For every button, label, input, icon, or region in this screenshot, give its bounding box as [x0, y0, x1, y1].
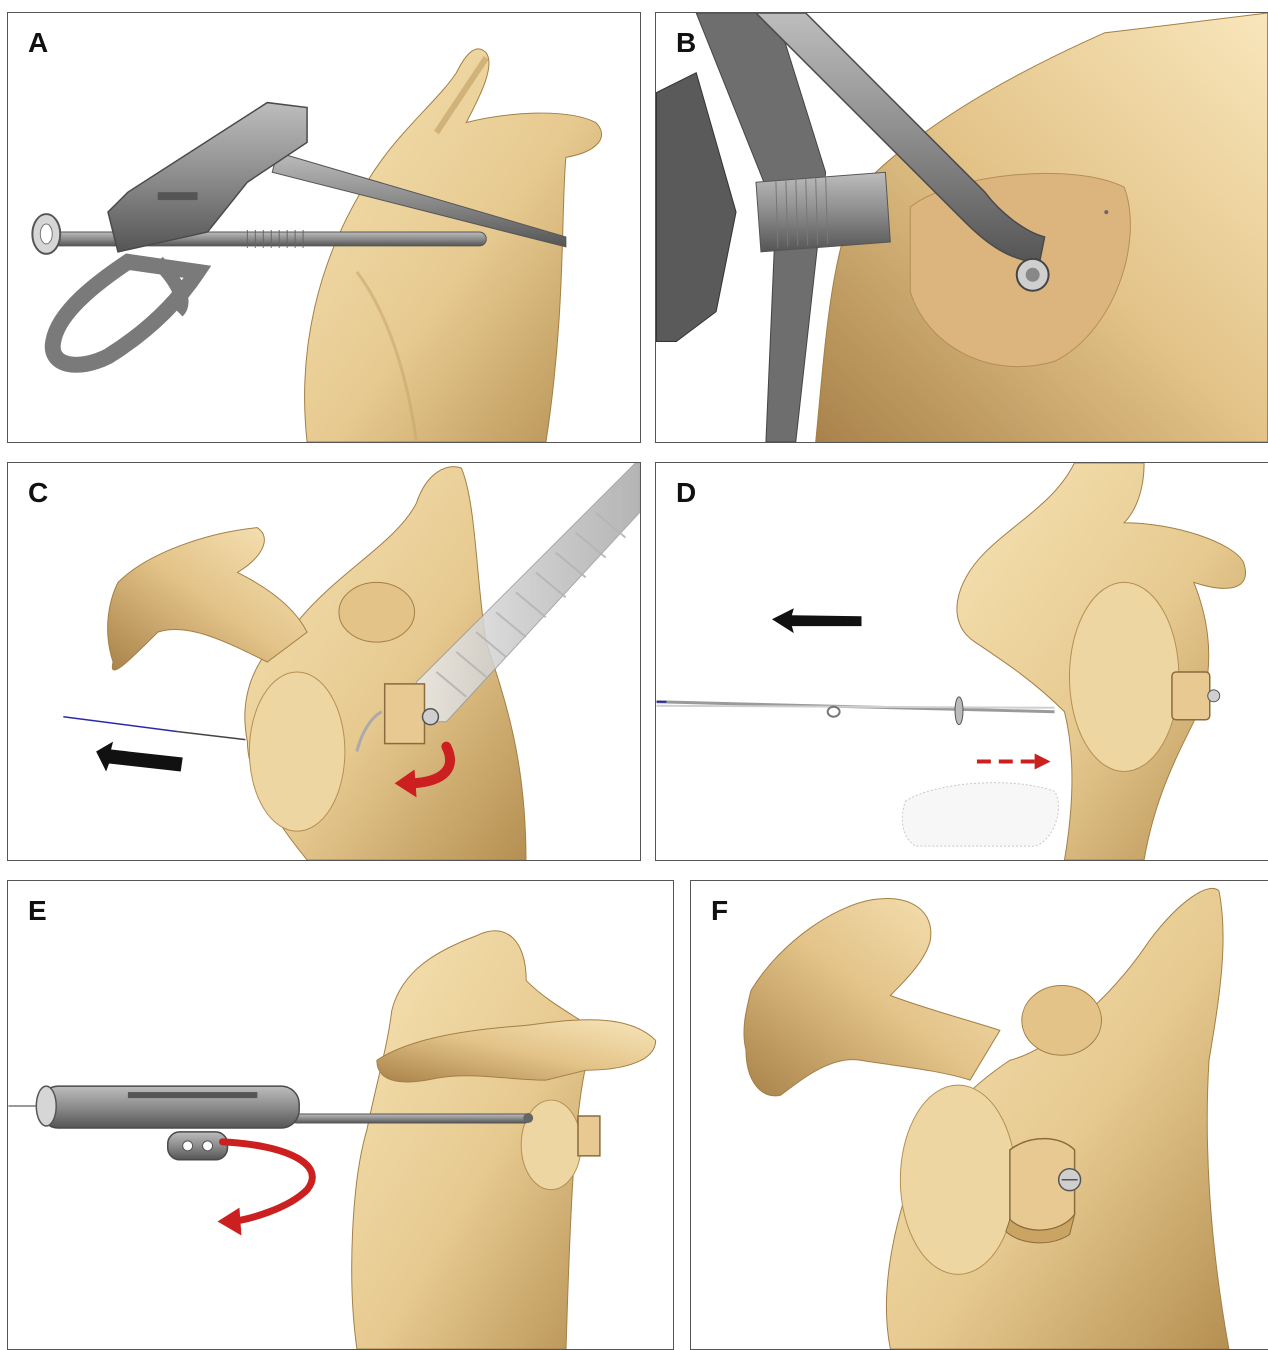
panel-label-f: F: [711, 895, 728, 927]
panel-e-illustration: [8, 881, 673, 1349]
panel-d-illustration: [656, 463, 1268, 860]
panel-d: D: [655, 462, 1268, 861]
panel-c: C: [7, 462, 641, 861]
panel-label-d: D: [676, 477, 696, 509]
panel-e: E: [7, 880, 674, 1350]
black-arrow-left-d: [772, 608, 862, 633]
panel-b-illustration: [656, 13, 1268, 442]
panel-a: A: [7, 12, 641, 443]
panel-f-illustration: [691, 881, 1268, 1349]
panel-label-b: B: [676, 27, 696, 59]
panel-label-e: E: [28, 895, 47, 927]
panel-label-c: C: [28, 477, 48, 509]
black-arrow-left-c: [96, 742, 183, 772]
panel-b: B: [655, 12, 1268, 443]
panel-a-illustration: [8, 13, 640, 442]
panel-c-illustration: [8, 463, 640, 860]
red-dashed-arrow-d: [1035, 754, 1051, 770]
red-curved-arrow-e: [218, 1208, 242, 1236]
panel-label-a: A: [28, 27, 48, 59]
panel-f: F: [690, 880, 1268, 1350]
